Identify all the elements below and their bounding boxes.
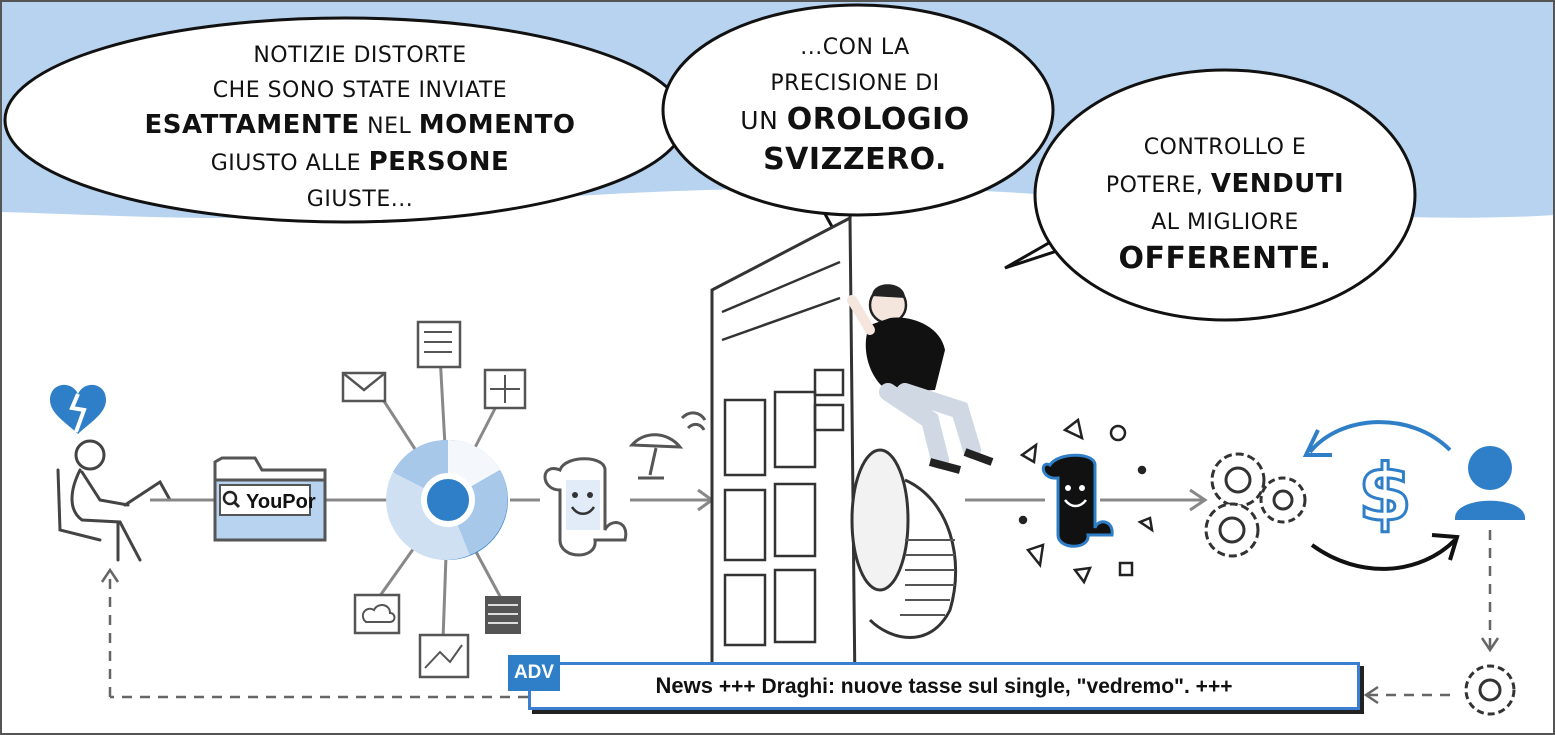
bubble-center-line4: SVIZZERO. <box>763 142 947 177</box>
mail-icon <box>341 371 387 403</box>
dollar-icon: $ <box>1356 448 1413 541</box>
broken-heart-icon <box>50 384 106 434</box>
bubble-right-line3: AL MIGLIORE <box>1151 210 1299 235</box>
paper-roll-machine <box>850 448 958 639</box>
bubble-left-line1: NOTIZIE DISTORTE <box>253 43 467 68</box>
bubble-right-line4: OFFERENTE. <box>1118 241 1332 276</box>
move-icon <box>483 368 527 410</box>
feedback-arrowheads <box>100 567 1500 705</box>
news-ticker[interactable]: News +++ Draghi: nuove tasse sul single,… <box>528 662 1360 710</box>
money-exchange: $ <box>1302 420 1460 571</box>
feedback-loop <box>108 530 1492 699</box>
person-at-laptop <box>56 439 172 562</box>
speech-bubble-center <box>661 3 1055 255</box>
gear-icon <box>1464 664 1516 716</box>
man-sitting-illustration <box>847 284 994 474</box>
bubble-left-text: NOTIZIE DISTORTE CHE SONO STATE INVIATE … <box>90 38 630 217</box>
list-document-icon <box>416 320 462 369</box>
speech-bubble-right <box>1004 68 1417 322</box>
svg-text:$: $ <box>1358 449 1412 539</box>
news-label: News <box>655 673 714 698</box>
folder-label: YouPor <box>246 491 316 513</box>
gears-icon <box>1204 452 1307 558</box>
giant-webpage <box>710 215 857 692</box>
bubble-left-line5: GIUSTE... <box>306 187 414 212</box>
server-icon <box>485 596 521 634</box>
scroll-smiley-icon <box>543 457 628 557</box>
bubble-center-line2: PRECISIONE DI <box>770 71 940 96</box>
satellite-dish-icon <box>628 411 707 480</box>
flow-line <box>150 488 1208 512</box>
bubble-center-line1: ...CON LA <box>800 35 910 60</box>
browser-hub <box>341 320 527 679</box>
bubble-center-text: ...CON LA PRECISIONE DI UN OROLOGIO SVIZ… <box>700 30 1010 178</box>
dark-scroll-smiley-icon <box>1018 417 1154 585</box>
bubble-right-line1: CONTROLLO E <box>1143 135 1307 160</box>
bubble-left-line4: GIUSTO ALLE PERSONE <box>210 147 510 177</box>
bubble-right-line2: POTERE, VENDUTI <box>1105 169 1345 199</box>
news-text: +++ Draghi: nuove tasse sul single, "ved… <box>713 675 1233 698</box>
bubble-left-line2: CHE SONO STATE INVIATE <box>212 78 508 103</box>
bubble-center-line3: UN OROLOGIO <box>740 102 970 137</box>
chrome-icon <box>386 439 508 560</box>
image-icon <box>418 633 470 679</box>
fragments <box>1018 417 1154 585</box>
folder-icon <box>213 456 327 542</box>
adv-badge[interactable]: ADV <box>508 655 560 691</box>
bubble-left-line3: ESATTAMENTE NEL MOMENTO <box>144 110 576 140</box>
user-icon <box>1455 446 1525 520</box>
bubble-right-text: CONTROLLO E POTERE, VENDUTI AL MIGLIORE … <box>1070 130 1380 277</box>
cloud-icon <box>353 593 401 635</box>
